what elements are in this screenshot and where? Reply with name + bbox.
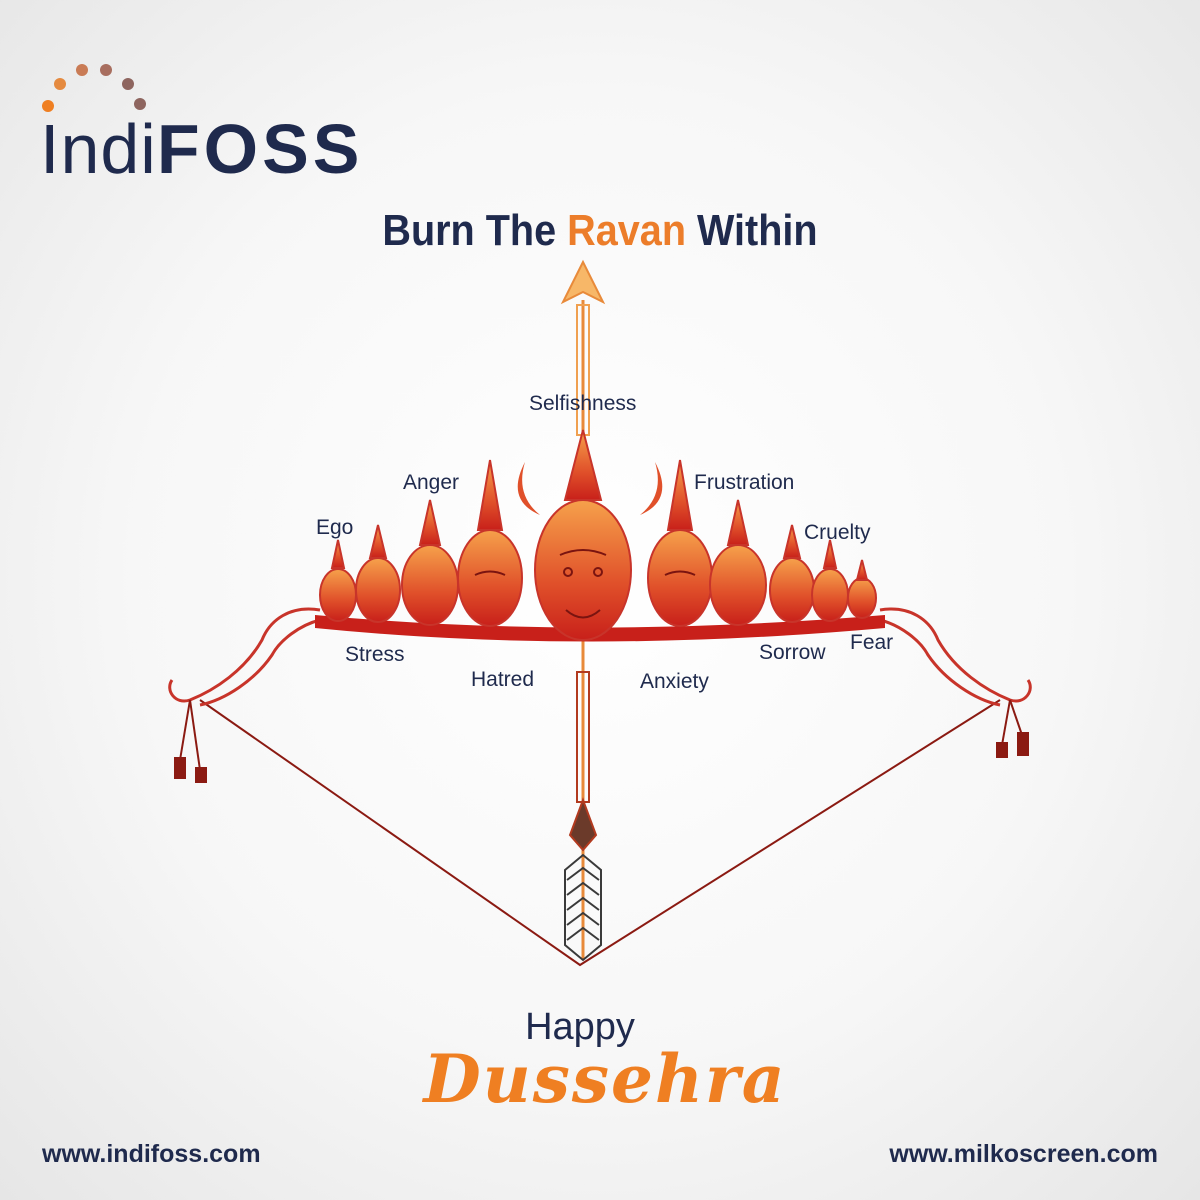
label-selfishness: Selfishness: [529, 392, 637, 415]
logo-dot: [76, 64, 88, 76]
label-ego: Ego: [316, 516, 354, 539]
logo-dot: [100, 64, 112, 76]
headline: Burn The Ravan Within: [60, 206, 1140, 256]
bow-string: [199, 699, 1001, 967]
bow-tassels: [174, 699, 1029, 783]
brand-name: IndiFOSS: [40, 114, 363, 184]
logo-dot: [122, 78, 134, 90]
label-sorrow: Sorrow: [759, 641, 826, 664]
face-details: [474, 549, 696, 619]
label-cruelty: Cruelty: [804, 521, 871, 544]
logo-dots: [42, 64, 146, 112]
label-hatred: Hatred: [471, 668, 535, 691]
label-stress: Stress: [345, 643, 405, 666]
label-anxiety: Anxiety: [640, 670, 709, 693]
brand-logo: IndiFOSS: [40, 62, 400, 184]
greeting-happy: Happy: [525, 1006, 635, 1048]
logo-dot: [54, 78, 66, 90]
brand-name-bold: FOSS: [156, 110, 364, 188]
arrow-fletching: [564, 853, 602, 962]
brand-name-light: Indi: [40, 110, 157, 188]
footer-url-indifoss[interactable]: www.indifoss.com: [42, 1140, 261, 1168]
greeting-dussehra: Dussehra: [423, 1040, 787, 1118]
headline-after: Within: [686, 206, 818, 255]
label-anger: Anger: [403, 471, 460, 494]
headline-before: Burn The: [382, 206, 568, 255]
bow-limbs: [168, 607, 1032, 707]
label-fear: Fear: [850, 631, 894, 654]
headline-accent: Ravan: [567, 206, 687, 255]
crescent-horns: [517, 462, 663, 515]
label-frustration: Frustration: [694, 471, 795, 494]
logo-dot: [42, 100, 54, 112]
footer-url-milkoscreen[interactable]: www.milkoscreen.com: [889, 1140, 1158, 1168]
ravan-heads: [319, 429, 877, 641]
logo-dot: [134, 98, 146, 110]
